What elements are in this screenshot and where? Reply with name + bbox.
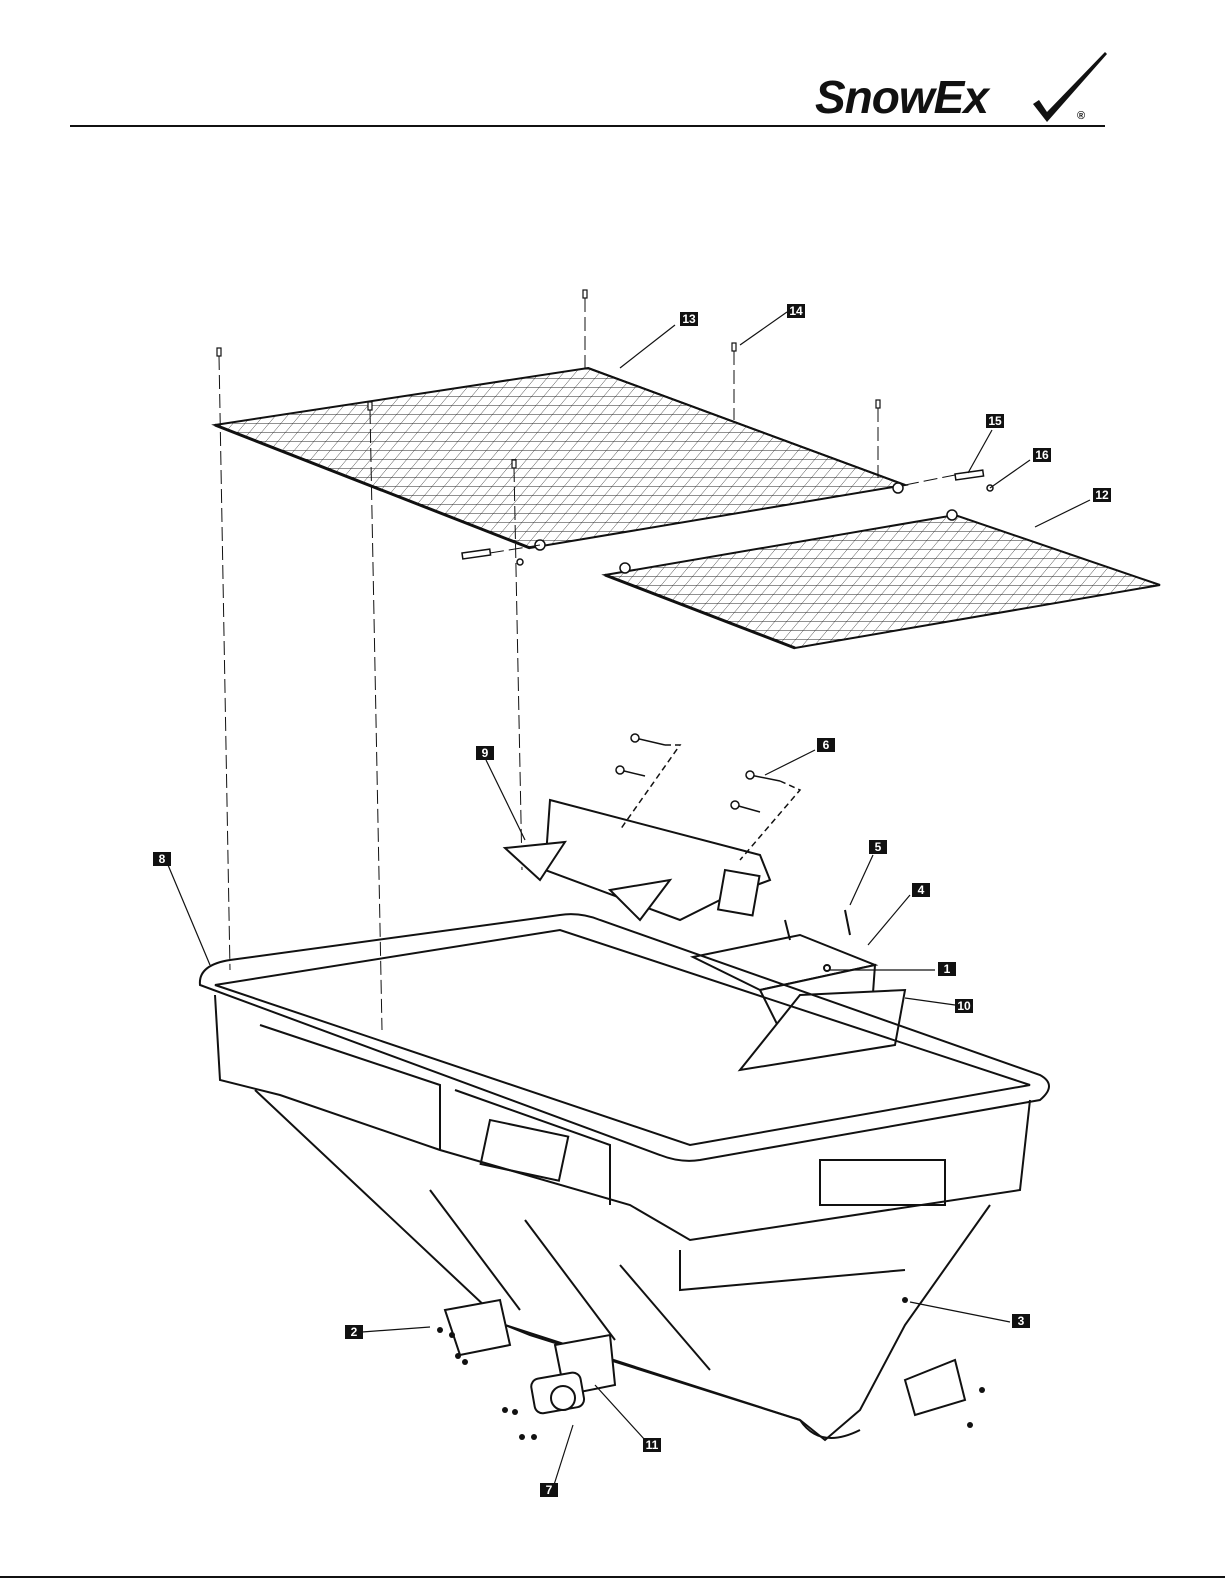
callout-4: 4 [912, 883, 930, 897]
callout-12: 12 [1093, 488, 1111, 502]
callout-6: 6 [817, 738, 835, 752]
footer-rule [0, 1576, 1225, 1578]
callout-10: 10 [955, 999, 973, 1013]
hopper-body [200, 914, 1049, 1440]
callout-13: 13 [680, 312, 698, 326]
callout-3: 3 [1012, 1314, 1030, 1328]
callout-8: 8 [153, 852, 171, 866]
callout-2: 2 [345, 1325, 363, 1339]
callout-7: 7 [540, 1483, 558, 1497]
callout-15: 15 [986, 414, 1004, 428]
screen-small [605, 515, 1160, 648]
callout-14: 14 [787, 304, 805, 318]
callout-5: 5 [869, 840, 887, 854]
fasteners [437, 1297, 985, 1440]
callout-9: 9 [476, 746, 494, 760]
screen-large [215, 368, 905, 548]
callout-16: 16 [1033, 448, 1051, 462]
callout-11: 11 [643, 1438, 661, 1452]
deflector-baffle [505, 800, 770, 920]
callout-1: 1 [938, 962, 956, 976]
